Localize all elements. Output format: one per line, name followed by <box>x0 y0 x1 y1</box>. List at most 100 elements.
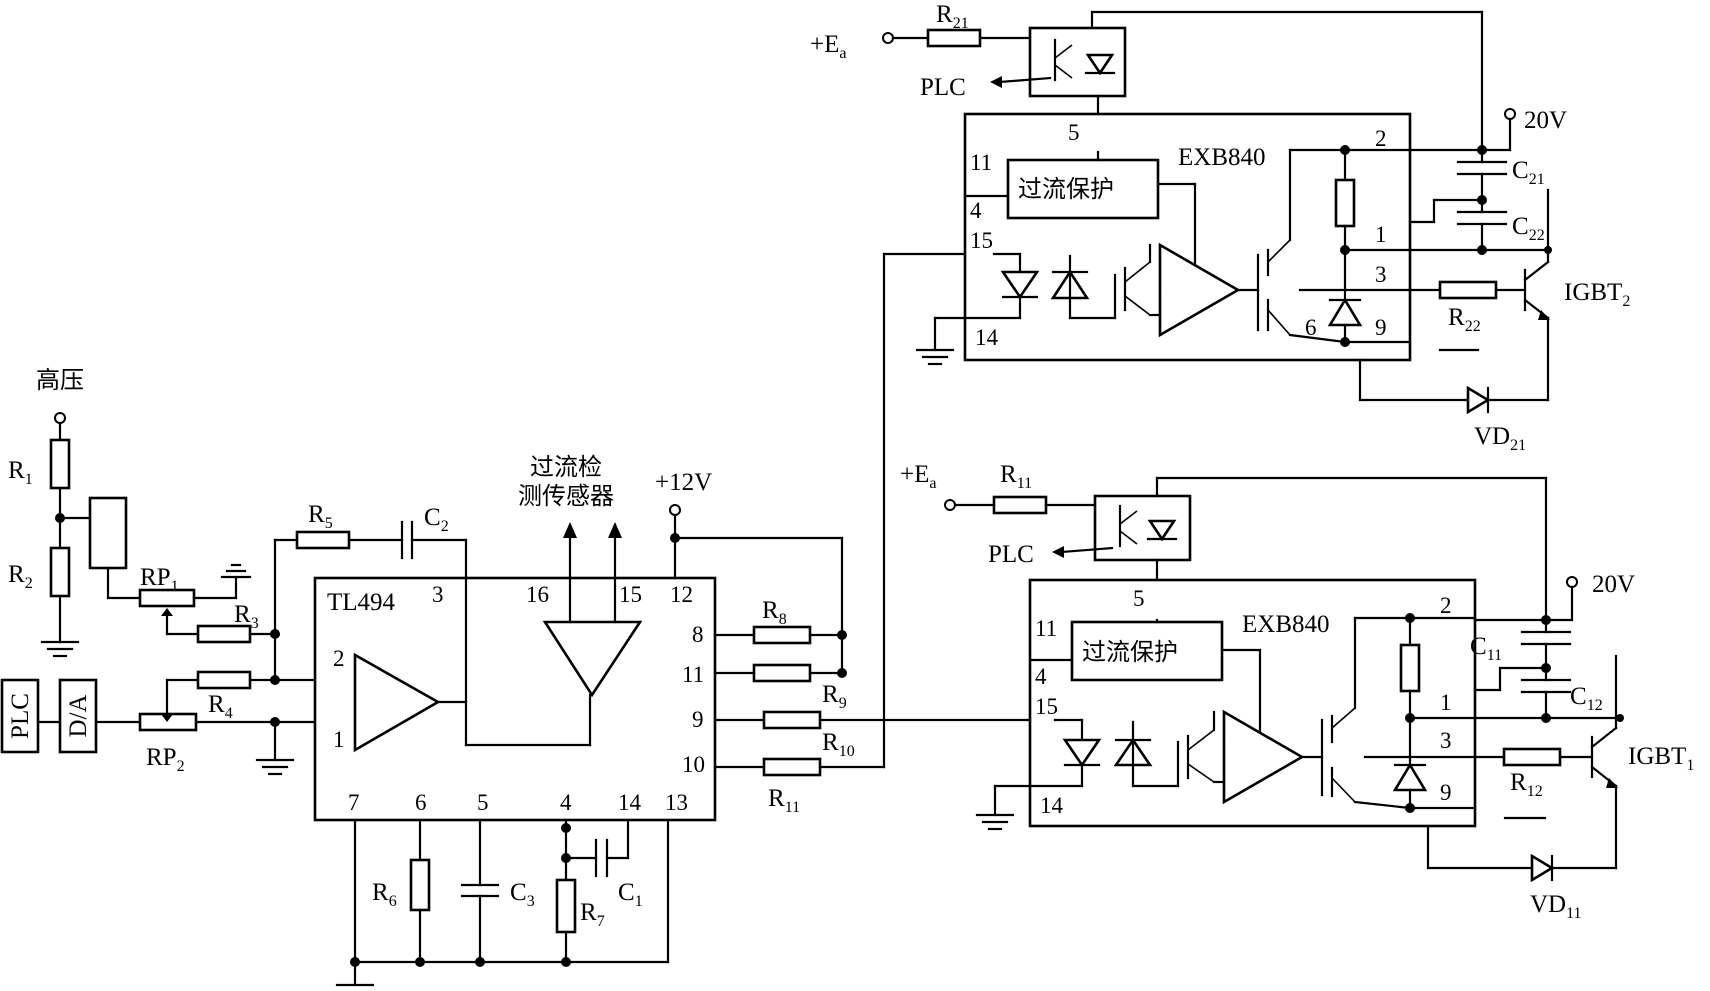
r11-label: R11 <box>1000 461 1032 492</box>
da-block-label: D/A <box>65 694 92 737</box>
c3-label: C3 <box>510 879 535 910</box>
rp1-label: RP1 <box>140 564 179 595</box>
da-converter-block <box>58 678 98 754</box>
lower-pin-5: 5 <box>1133 586 1145 611</box>
tl494-label: TL494 <box>327 589 396 616</box>
c1-label: C1 <box>618 879 643 910</box>
rp2-label: RP2 <box>146 744 185 775</box>
tl494-pin-11: 11 <box>682 662 704 687</box>
lower-pin-3: 3 <box>1440 728 1452 753</box>
plc-block <box>0 678 40 754</box>
upper-pin-3: 3 <box>1375 262 1387 287</box>
r3-label: R3 <box>234 601 259 632</box>
upper-pin-1: 1 <box>1375 222 1387 247</box>
vd21-label: VD21 <box>1474 423 1526 454</box>
sensor-label-line2: 测传感器 <box>518 482 614 510</box>
c21-label: C21 <box>1512 157 1545 188</box>
sensor-label-line1: 过流检 <box>530 453 602 481</box>
lower-pin-4: 4 <box>1035 664 1047 689</box>
lower-ocp-label: 过流保护 <box>1082 638 1178 666</box>
upper-exb840-label: EXB840 <box>1178 144 1266 171</box>
r2-label: R2 <box>8 561 33 592</box>
resistor-r3 <box>196 624 252 644</box>
resistor-r21 <box>926 28 982 48</box>
current-comparator <box>542 620 643 698</box>
resistor-r10 <box>762 710 822 730</box>
v12-label: +12V <box>655 469 712 496</box>
tl494-pin-10: 10 <box>682 752 705 777</box>
r10-label: R10 <box>822 729 855 760</box>
upper-optocoupler <box>1028 26 1127 98</box>
resistor-r2 <box>49 546 71 598</box>
tl494-pin-1: 1 <box>333 727 345 752</box>
lower-20v-label: 20V <box>1592 571 1635 598</box>
c12-label: C12 <box>1570 683 1603 714</box>
c11-label: C11 <box>1470 633 1502 664</box>
r8-label: R8 <box>762 597 787 628</box>
tl494-pin-12: 12 <box>670 582 693 607</box>
resistor-r11 <box>992 495 1048 515</box>
resistor-r22 <box>1438 280 1498 300</box>
tl494-pin-16: 16 <box>526 582 549 607</box>
tl494-pin-14: 14 <box>618 790 642 815</box>
c22-label: C22 <box>1512 213 1545 244</box>
r1-label: R1 <box>8 457 33 488</box>
lower-pin-11: 11 <box>1035 616 1057 641</box>
resistor-r7 <box>555 878 577 934</box>
upper-20v-label: 20V <box>1524 107 1567 134</box>
lower-driver-amplifier <box>1222 709 1305 805</box>
igbt2-label: IGBT2 <box>1564 279 1630 310</box>
tl494-pin-6: 6 <box>415 790 427 815</box>
r5-label: R5 <box>308 501 333 532</box>
c2-label: C2 <box>424 504 449 535</box>
upper-driver-stage: +Ea R21 PLC EXB840 过流保护 <box>810 1 1630 454</box>
high-voltage-terminal <box>54 412 66 424</box>
tl494-pin-8: 8 <box>692 622 704 647</box>
tl494-pin-9: 9 <box>692 707 704 732</box>
upper-pin-11: 11 <box>970 150 992 175</box>
upper-plc-label: PLC <box>920 74 966 101</box>
resistor-r8 <box>752 625 812 645</box>
lower-exb840-label: EXB840 <box>1242 611 1330 638</box>
lower-pin-2: 2 <box>1440 593 1452 618</box>
plc-block-label: PLC <box>7 693 34 739</box>
upper-driver-amplifier <box>1158 242 1241 338</box>
upper-internal-resistor <box>1334 178 1356 228</box>
lower-pin-9: 9 <box>1440 780 1452 805</box>
resistor-r1 <box>49 438 71 490</box>
resistor-r4 <box>196 670 252 690</box>
r12-label: R12 <box>1510 769 1543 800</box>
error-amplifier <box>353 652 441 753</box>
igbt1-label: IGBT1 <box>1628 743 1694 774</box>
high-voltage-label: 高压 <box>36 366 84 394</box>
vd11-label: VD11 <box>1530 891 1582 922</box>
diode-vd11 <box>1530 853 1555 883</box>
tl494-pin-7: 7 <box>348 790 360 815</box>
upper-ocp-label: 过流保护 <box>1018 175 1114 203</box>
lower-input-led <box>1062 738 1102 768</box>
lower-pin-14: 14 <box>1040 793 1064 818</box>
potentiometer-rp1 <box>138 588 196 608</box>
upper-pin-9: 9 <box>1375 315 1387 340</box>
tl494-pin-15: 15 <box>619 582 642 607</box>
r21-label: R21 <box>936 1 969 32</box>
tl494-pin-5: 5 <box>477 790 489 815</box>
tl494-pin-13: 13 <box>665 790 688 815</box>
tl494-chip: TL494 过流检 测传感器 3 16 15 12 8 11 9 10 2 1 … <box>313 453 717 822</box>
upper-pin-4: 4 <box>970 198 982 223</box>
r11-output-label: R11 <box>768 785 800 816</box>
tl494-pin-4: 4 <box>560 790 572 815</box>
resistor-r6 <box>409 858 431 912</box>
upper-pin-14: 14 <box>975 325 999 350</box>
input-divider-network: 高压 R1 R2 RP1 R3 R <box>0 366 468 776</box>
lower-driver-stage: +Ea R11 PLC EXB840 过流保护 <box>900 461 1694 922</box>
r9-label: R9 <box>822 681 847 712</box>
lower-pin-1: 1 <box>1440 690 1452 715</box>
lower-plc-label: PLC <box>988 541 1034 568</box>
resistor-r9 <box>752 663 812 683</box>
upper-pin-15: 15 <box>970 228 993 253</box>
upper-pin-6: 6 <box>1305 315 1317 340</box>
tl494-pin-3: 3 <box>432 582 444 607</box>
lower-internal-resistor <box>1399 643 1421 693</box>
